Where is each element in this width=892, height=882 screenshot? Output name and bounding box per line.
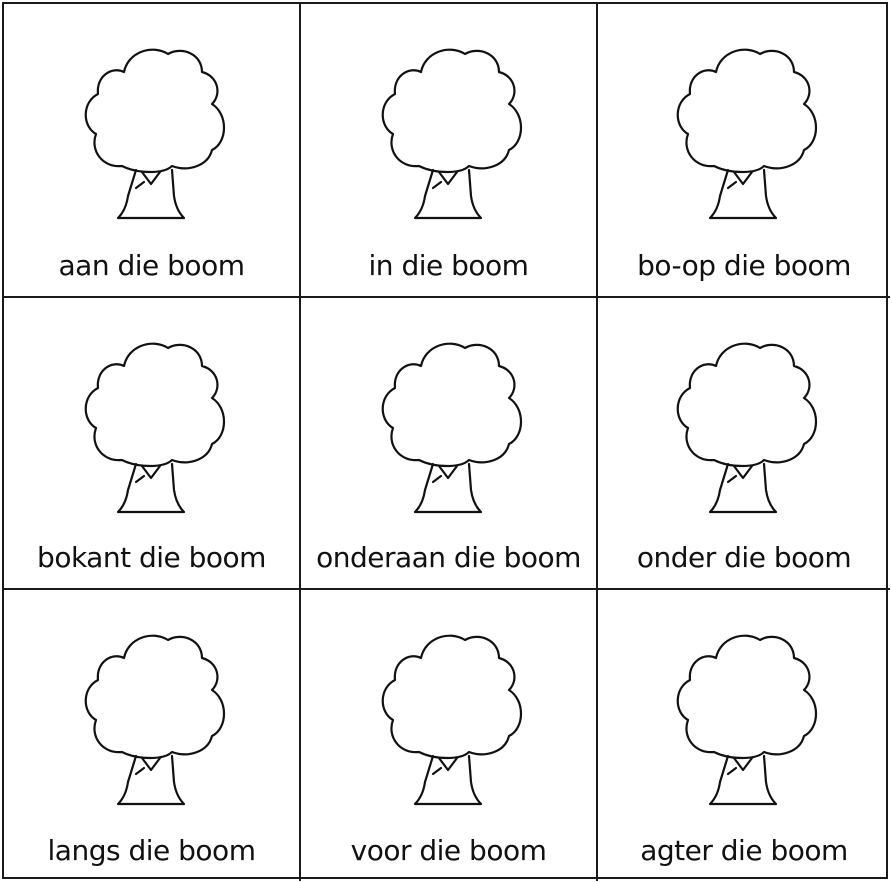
tree-icon (72, 332, 232, 522)
card-voor: voor die boom (301, 590, 598, 881)
card-label: bo-op die boom (637, 249, 851, 282)
tree-icon (369, 38, 529, 228)
card-bo-op: bo-op die boom (598, 4, 890, 298)
card-label: onderaan die boom (316, 541, 581, 574)
card-label: agter die boom (640, 834, 848, 867)
card-bokant: bokant die boom (4, 298, 301, 590)
card-langs: langs die boom (4, 590, 301, 881)
card-in: in die boom (301, 4, 598, 298)
card-label: voor die boom (350, 834, 547, 867)
card-aan: aan die boom (4, 4, 301, 298)
card-label: langs die boom (47, 834, 256, 867)
tree-icon (664, 624, 824, 814)
tree-icon (664, 38, 824, 228)
card-label: in die boom (368, 249, 529, 282)
card-label: bokant die boom (37, 541, 266, 574)
tree-icon (72, 38, 232, 228)
card-agter: agter die boom (598, 590, 890, 881)
card-label: aan die boom (58, 249, 245, 282)
tree-icon (369, 624, 529, 814)
card-onder: onder die boom (598, 298, 890, 590)
tree-icon (369, 332, 529, 522)
card-onderaan: onderaan die boom (301, 298, 598, 590)
tree-icon (664, 332, 824, 522)
card-label: onder die boom (636, 541, 852, 574)
tree-icon (72, 624, 232, 814)
